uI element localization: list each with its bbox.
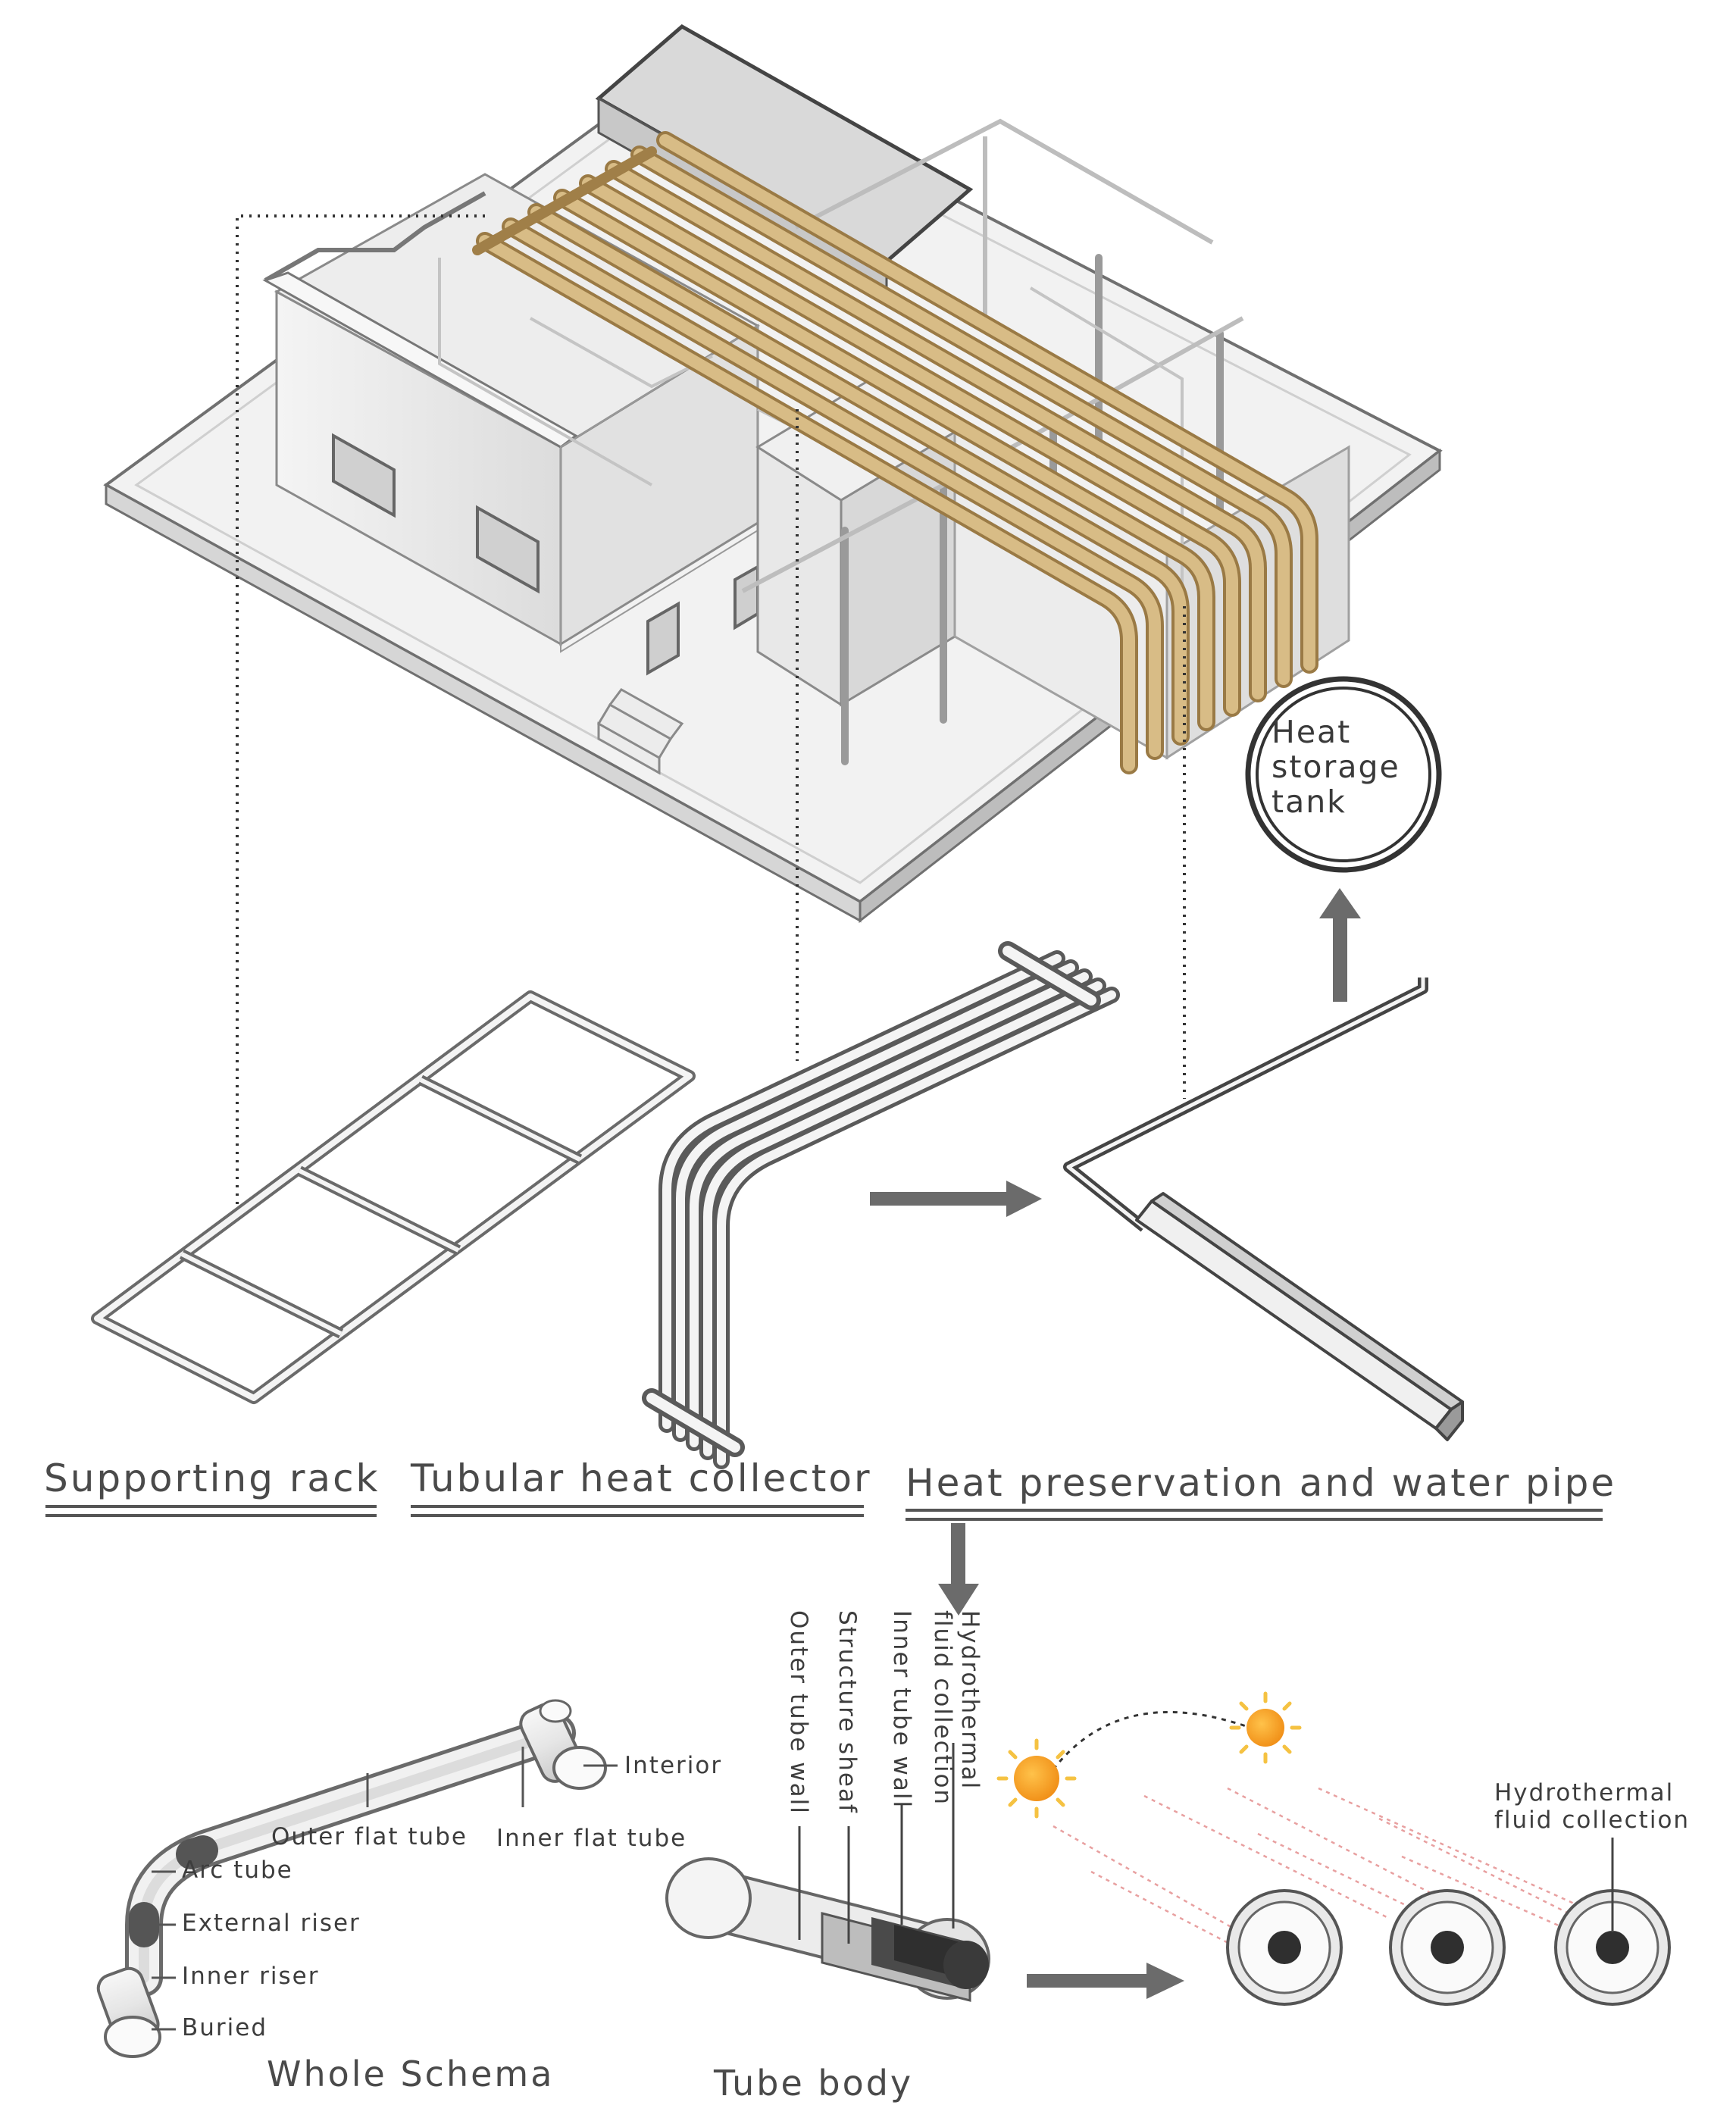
- section-title-heat-preservation: Heat preservation and water pipe: [906, 1461, 1617, 1505]
- arrow-up-to-tank: [1319, 888, 1361, 1002]
- roof-collector-pipes: [472, 140, 1309, 774]
- label-inner-flat-tube: Inner flat tube: [496, 1825, 687, 1852]
- whole-schema-drawing: [96, 1699, 607, 2058]
- label-outer-flat-tube: Outer flat tube: [271, 1823, 468, 1850]
- arrow-right-to-sections: [1027, 1963, 1184, 1999]
- tube-cross-section: [1226, 1889, 1343, 2006]
- section-title-tubular-heat-collector: Tubular heat collector: [411, 1456, 872, 1500]
- tank-label-line2: storage: [1272, 749, 1400, 785]
- water-pipe-drawing: [1063, 978, 1464, 1441]
- tube-cross-section: [1389, 1889, 1506, 2006]
- tank-label-line3: tank: [1272, 784, 1347, 820]
- tube-body-leaders: [798, 1743, 955, 1944]
- label-hydrothermal-line2: fluid collection: [929, 1610, 956, 1806]
- label-inner-riser: Inner riser: [182, 1963, 320, 1990]
- arrow-right-to-pipe: [870, 1181, 1042, 1217]
- label-external-riser: External riser: [182, 1910, 361, 1937]
- label-outer-tube-wall: Outer tube wall: [785, 1610, 812, 1815]
- label-cross-section-line1: Hydrothermal: [1494, 1779, 1675, 1806]
- heat-storage-tank: [1245, 676, 1442, 873]
- arrow-down-to-detail: [938, 1523, 979, 1616]
- whole-schema-title: Whole Schema: [267, 2054, 555, 2094]
- label-cross-section-line2: fluid collection: [1494, 1806, 1691, 1834]
- sun-icon: [996, 1738, 1077, 1819]
- label-hydrothermal-line1: Hydrothermal: [956, 1610, 984, 1791]
- sun-icon: [1229, 1691, 1302, 1764]
- label-arc-tube: Arc tube: [182, 1857, 293, 1884]
- tube-body-drawing: [665, 1857, 990, 2002]
- section-title-supporting-rack: Supporting rack: [44, 1456, 380, 1500]
- label-inner-tube-wall: Inner tube wall: [888, 1610, 915, 1810]
- supporting-rack-drawing: [91, 990, 696, 1404]
- house-axonometric: [103, 23, 1443, 1216]
- sun-path-arc: [1052, 1710, 1251, 1770]
- tank-label-line1: Heat: [1272, 714, 1352, 750]
- tube-cross-section: [1554, 1889, 1671, 2006]
- label-structure-sheaf: Structure sheaf: [834, 1610, 861, 1814]
- label-buried: Buried: [182, 2014, 268, 2041]
- section-underlines: [45, 1505, 1603, 1521]
- whole-schema-leaders: [152, 1747, 618, 2031]
- tube-body-title: Tube body: [714, 2063, 914, 2104]
- label-interior: Interior: [624, 1752, 723, 1779]
- tubular-collector-drawing: [642, 941, 1112, 1461]
